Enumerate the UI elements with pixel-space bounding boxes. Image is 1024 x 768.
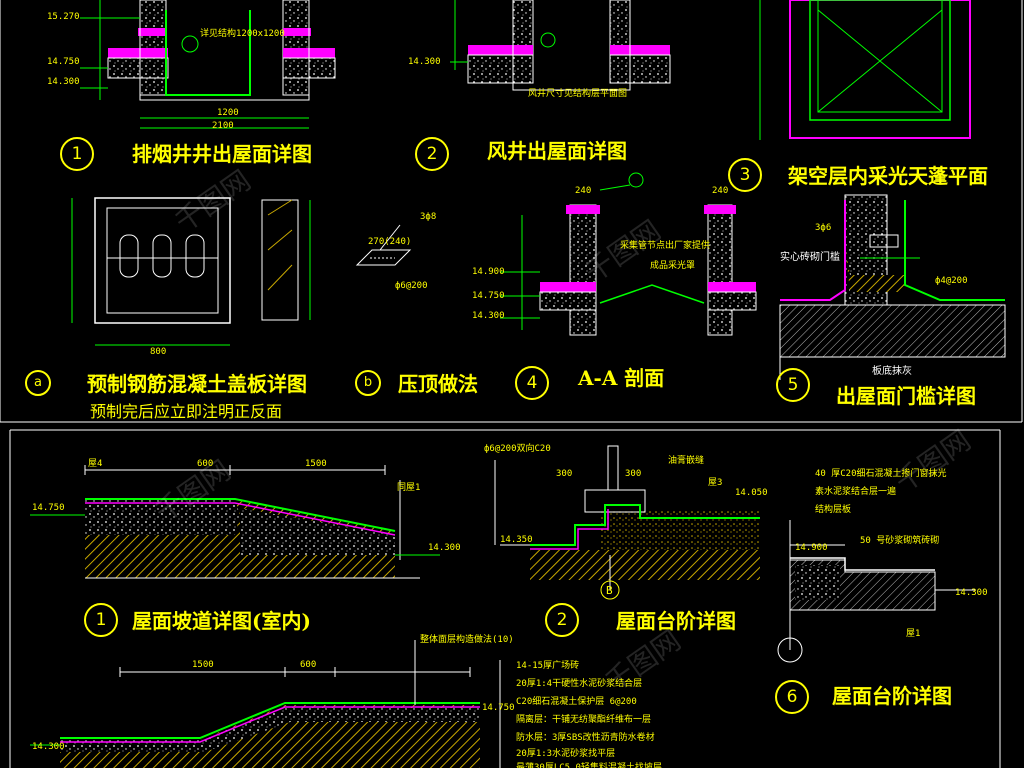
detail-number-5: 5 [776, 368, 810, 402]
elevation-label: 14.900 [795, 543, 828, 553]
rebar-label: ф6@200双向C20 [484, 444, 551, 454]
elevation-label: 14.300 [408, 57, 441, 67]
detail-number-steps: 2 [545, 603, 579, 637]
coping-label: 3ф8 [420, 212, 437, 222]
elevation-label: 14.750 [32, 503, 65, 513]
detail-number-1: 1 [60, 137, 94, 171]
layer-label: 同屋1 [397, 483, 421, 493]
hole-note: 详见结构1200x1200 [200, 29, 285, 39]
coping-label: ф6@200 [395, 281, 428, 291]
rebar-label: 3ф6 [815, 223, 832, 233]
layer-note: 14-15厚广场砖 [516, 661, 580, 671]
elevation-label: 14.350 [500, 535, 533, 545]
detail-subtitle-a: 预制完后应立即注明正反面 [90, 402, 283, 421]
detail-number-6: 6 [775, 680, 809, 714]
layer-note: 防水层：3厚SBS改性沥青防水卷材 [516, 733, 655, 743]
detail-title-steps: 屋面台阶详图 [616, 609, 736, 633]
detail-2-vent-shaft [450, 0, 671, 91]
dimension-label: 800 [150, 347, 167, 357]
elevation-label: 14.300 [47, 77, 80, 87]
coping-label: 270(240) [368, 237, 412, 247]
detail-6-roof-steps [777, 520, 975, 663]
dimension-label: 1200 [217, 108, 239, 118]
detail-number-b: b [355, 370, 381, 396]
detail-roof-steps [494, 445, 760, 600]
detail-number-3: 3 [728, 158, 762, 192]
dimension-label: 2100 [212, 121, 234, 131]
door-sill-label: 实心砖砌门槛 [780, 252, 840, 263]
elevation-label: 14.300 [32, 742, 65, 752]
dimension-label: 300 [625, 469, 642, 479]
joint-label: 油膏嵌缝 [668, 456, 705, 466]
elevation-label: 14.750 [472, 291, 505, 301]
layer-note: 20厚1:4干硬性水泥砂浆结合层 [516, 679, 643, 689]
dimension-label: 1500 [305, 459, 327, 469]
detail-ramp-indoor [30, 465, 440, 579]
elevation-label: 14.900 [472, 267, 505, 277]
dimension-label: 600 [300, 660, 317, 670]
layers-title: 整体面层构造做法(10) [420, 635, 514, 645]
detail-title-1: 排烟井井出屋面详图 [132, 142, 312, 166]
layer-note: C20细石混凝土保护层 6@200 [516, 697, 637, 707]
layer-label: 屋3 [708, 478, 723, 488]
layer-label: 屋1 [906, 629, 921, 639]
layer-note: 最薄30厚LC5.0轻集料混凝土找坡层 [516, 763, 662, 768]
detail-number-a: a [25, 370, 51, 396]
elevation-label: 14.300 [428, 543, 461, 553]
layer-label: 屋4 [88, 459, 103, 469]
construction-note: 结构层板 [815, 505, 852, 515]
layer-note: 20厚1:3水泥砂浆找平层 [516, 749, 616, 759]
detail-1-smoke-shaft [80, 0, 336, 129]
detail-5-door-sill [779, 194, 1006, 380]
dimension-label: 600 [197, 459, 214, 469]
construction-note: 50 号砂浆砌筑砖砌 [860, 536, 940, 546]
dimension-label: 300 [556, 469, 573, 479]
detail-4-section-aa [500, 172, 757, 336]
detail-title-6: 屋面台阶详图 [832, 684, 952, 708]
rebar-label: ф4@200 [935, 276, 968, 286]
detail-title-2: 风井出屋面详图 [487, 139, 627, 163]
detail-title-b: 压顶做法 [398, 372, 478, 396]
plaster-label: 板底抹灰 [872, 366, 912, 377]
elevation-label: 14.750 [47, 57, 80, 67]
elevation-label: 15.270 [47, 12, 80, 22]
detail-lower-ramp [30, 640, 501, 768]
detail-title-3: 架空层内采光天蓬平面 [788, 164, 988, 188]
detail-number-4: 4 [515, 366, 549, 400]
detail-title-4: A-A 剖面 [578, 366, 665, 390]
detail-title-a: 预制钢筋混凝土盖板详图 [87, 372, 307, 396]
layer-note: 隔离层：干铺无纺聚酯纤维布一层 [516, 715, 652, 725]
detail-number-ramp: 1 [84, 603, 118, 637]
detail-a-precast-cover [71, 197, 311, 346]
detail-b-coping [355, 224, 412, 266]
detail-number-2: 2 [415, 137, 449, 171]
construction-note: 素水泥浆结合层一遍 [815, 487, 897, 497]
detail-title-ramp: 屋面坡道详图(室内) [132, 609, 311, 633]
section-note: 成品采光罩 [650, 261, 696, 271]
elevation-label: 14.300 [955, 588, 988, 598]
elevation-label: 14.050 [735, 488, 768, 498]
dimension-label: 240 [712, 186, 729, 196]
detail-3-skylight-plan [759, 0, 971, 140]
dimension-label: 240 [575, 186, 592, 196]
elevation-label: 14.750 [482, 703, 515, 713]
detail-title-5: 出屋面门槛详图 [836, 384, 976, 408]
dimension-label: 1500 [192, 660, 214, 670]
construction-note: 40 厚C20细石混凝土掺门窗抹光 [815, 469, 947, 479]
section-marker: B [606, 584, 613, 597]
duct-note: 风井尺寸见结构层平面图 [528, 89, 628, 99]
section-note: 采集管节点出厂家提供 [620, 241, 711, 251]
elevation-label: 14.300 [472, 311, 505, 321]
